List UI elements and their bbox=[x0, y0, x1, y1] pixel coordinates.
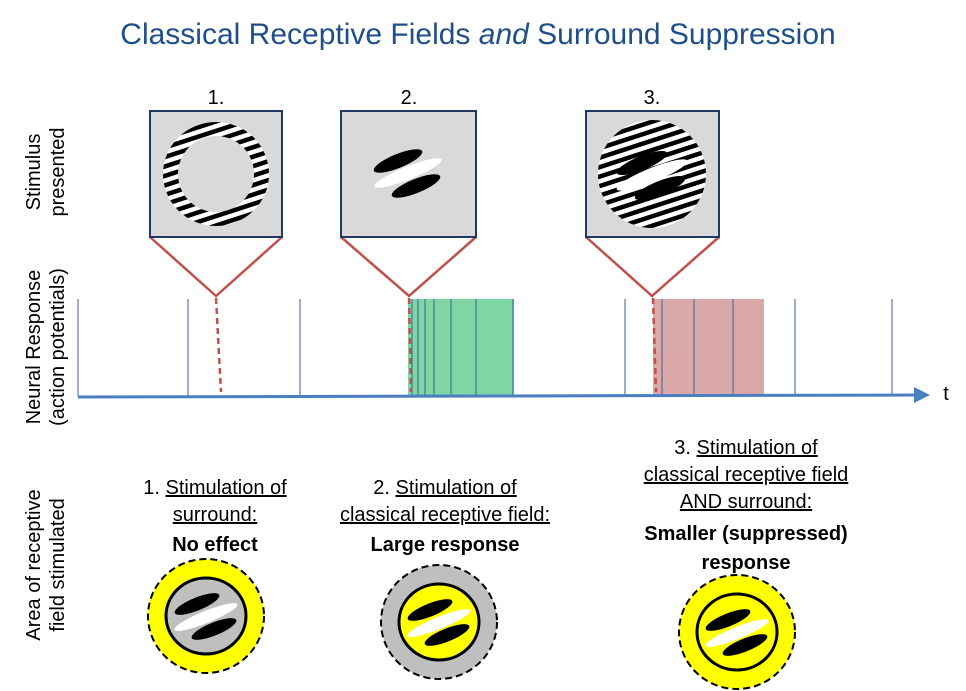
stimulus-box-3 bbox=[585, 110, 720, 238]
time-axis-arrowhead bbox=[914, 387, 930, 403]
white-bar bbox=[374, 158, 442, 188]
large-response-region bbox=[408, 299, 514, 396]
onset-marker-2 bbox=[407, 297, 413, 393]
caption-3-line1: Stimulation of bbox=[697, 437, 819, 459]
onset-marker-1 bbox=[214, 297, 223, 393]
caption-2-line1: Stimulation of bbox=[396, 477, 518, 499]
white-bar bbox=[407, 609, 471, 637]
receptive-field-icon-1 bbox=[147, 558, 265, 674]
caption-1-line1: Stimulation of bbox=[166, 477, 288, 499]
row-label-stimulus-line1: Stimulus bbox=[23, 134, 45, 211]
caption-3-line2: classical receptive field bbox=[644, 464, 849, 486]
svg-text:3. Stimulation of: 3. Stimulation of bbox=[674, 437, 818, 459]
title-part-3: Surround Suppression bbox=[529, 18, 836, 51]
stimulus-box-2 bbox=[340, 110, 477, 238]
connector-2 bbox=[340, 236, 477, 298]
black-bar bbox=[407, 599, 453, 621]
row-label-neural-line2: (action potentials) bbox=[47, 268, 69, 426]
row-label-neural: Neural Response (action potentials) bbox=[23, 268, 69, 426]
caption-3-result-line1: Smaller (suppressed) bbox=[644, 523, 847, 545]
caption-3-result-line2: response bbox=[702, 552, 791, 574]
spike-train bbox=[77, 299, 893, 396]
stimulus-connectors bbox=[149, 236, 720, 393]
black-bar bbox=[705, 609, 751, 631]
svg-text:1. Stimulation of: 1. Stimulation of bbox=[143, 477, 287, 499]
caption-3-prefix: 3. bbox=[674, 437, 696, 459]
time-axis-label: t bbox=[943, 383, 949, 405]
time-axis bbox=[77, 393, 919, 399]
stimulus-box-1 bbox=[149, 110, 283, 238]
black-bar bbox=[634, 175, 686, 201]
row-label-area-line1: Area of receptive bbox=[23, 489, 45, 640]
row-label-stimulus: Stimulus presented bbox=[23, 128, 69, 217]
title-part-1: Classical Receptive Fields bbox=[120, 18, 478, 51]
caption-3: 3. Stimulation of classical receptive fi… bbox=[644, 437, 849, 574]
black-bar bbox=[191, 618, 237, 640]
black-bar bbox=[722, 634, 768, 656]
caption-3-line3: AND surround: bbox=[680, 491, 812, 513]
row-label-area: Area of receptive field stimulated bbox=[23, 489, 69, 640]
white-bar bbox=[174, 603, 238, 631]
row-label-neural-line1: Neural Response bbox=[23, 270, 45, 425]
caption-2-line2: classical receptive field: bbox=[340, 504, 550, 526]
onset-marker-3 bbox=[651, 297, 658, 393]
caption-1: 1. Stimulation of surround: No effect bbox=[143, 477, 287, 556]
stimulus-number-3: 3. bbox=[644, 87, 661, 109]
receptive-field-icon-2 bbox=[380, 564, 498, 680]
black-bar bbox=[174, 593, 220, 615]
black-bar bbox=[391, 174, 441, 198]
caption-2-prefix: 2. bbox=[373, 477, 395, 499]
stimulus-number-2: 2. bbox=[401, 87, 418, 109]
page-title: Classical Receptive Fields and Surround … bbox=[120, 18, 835, 51]
black-bar bbox=[424, 624, 470, 646]
svg-text:2. Stimulation of: 2. Stimulation of bbox=[373, 477, 517, 499]
white-bar bbox=[705, 619, 769, 647]
connector-1 bbox=[149, 236, 283, 298]
connector-3 bbox=[585, 236, 720, 298]
caption-2: 2. Stimulation of classical receptive fi… bbox=[340, 477, 550, 556]
caption-2-result: Large response bbox=[371, 534, 520, 556]
black-bar bbox=[616, 150, 668, 176]
receptive-field-icon-3 bbox=[678, 574, 796, 690]
center-blank bbox=[178, 136, 254, 212]
row-label-stimulus-line2: presented bbox=[47, 128, 69, 217]
title-part-2: and bbox=[479, 18, 530, 51]
caption-1-prefix: 1. bbox=[143, 477, 165, 499]
suppressed-response-region bbox=[653, 299, 764, 396]
row-label-area-line2: field stimulated bbox=[47, 498, 69, 631]
black-bar bbox=[373, 149, 423, 173]
caption-1-line2: surround: bbox=[173, 504, 258, 526]
white-bar bbox=[616, 159, 688, 191]
stimulus-number-1: 1. bbox=[208, 87, 225, 109]
caption-1-result: No effect bbox=[172, 534, 258, 556]
